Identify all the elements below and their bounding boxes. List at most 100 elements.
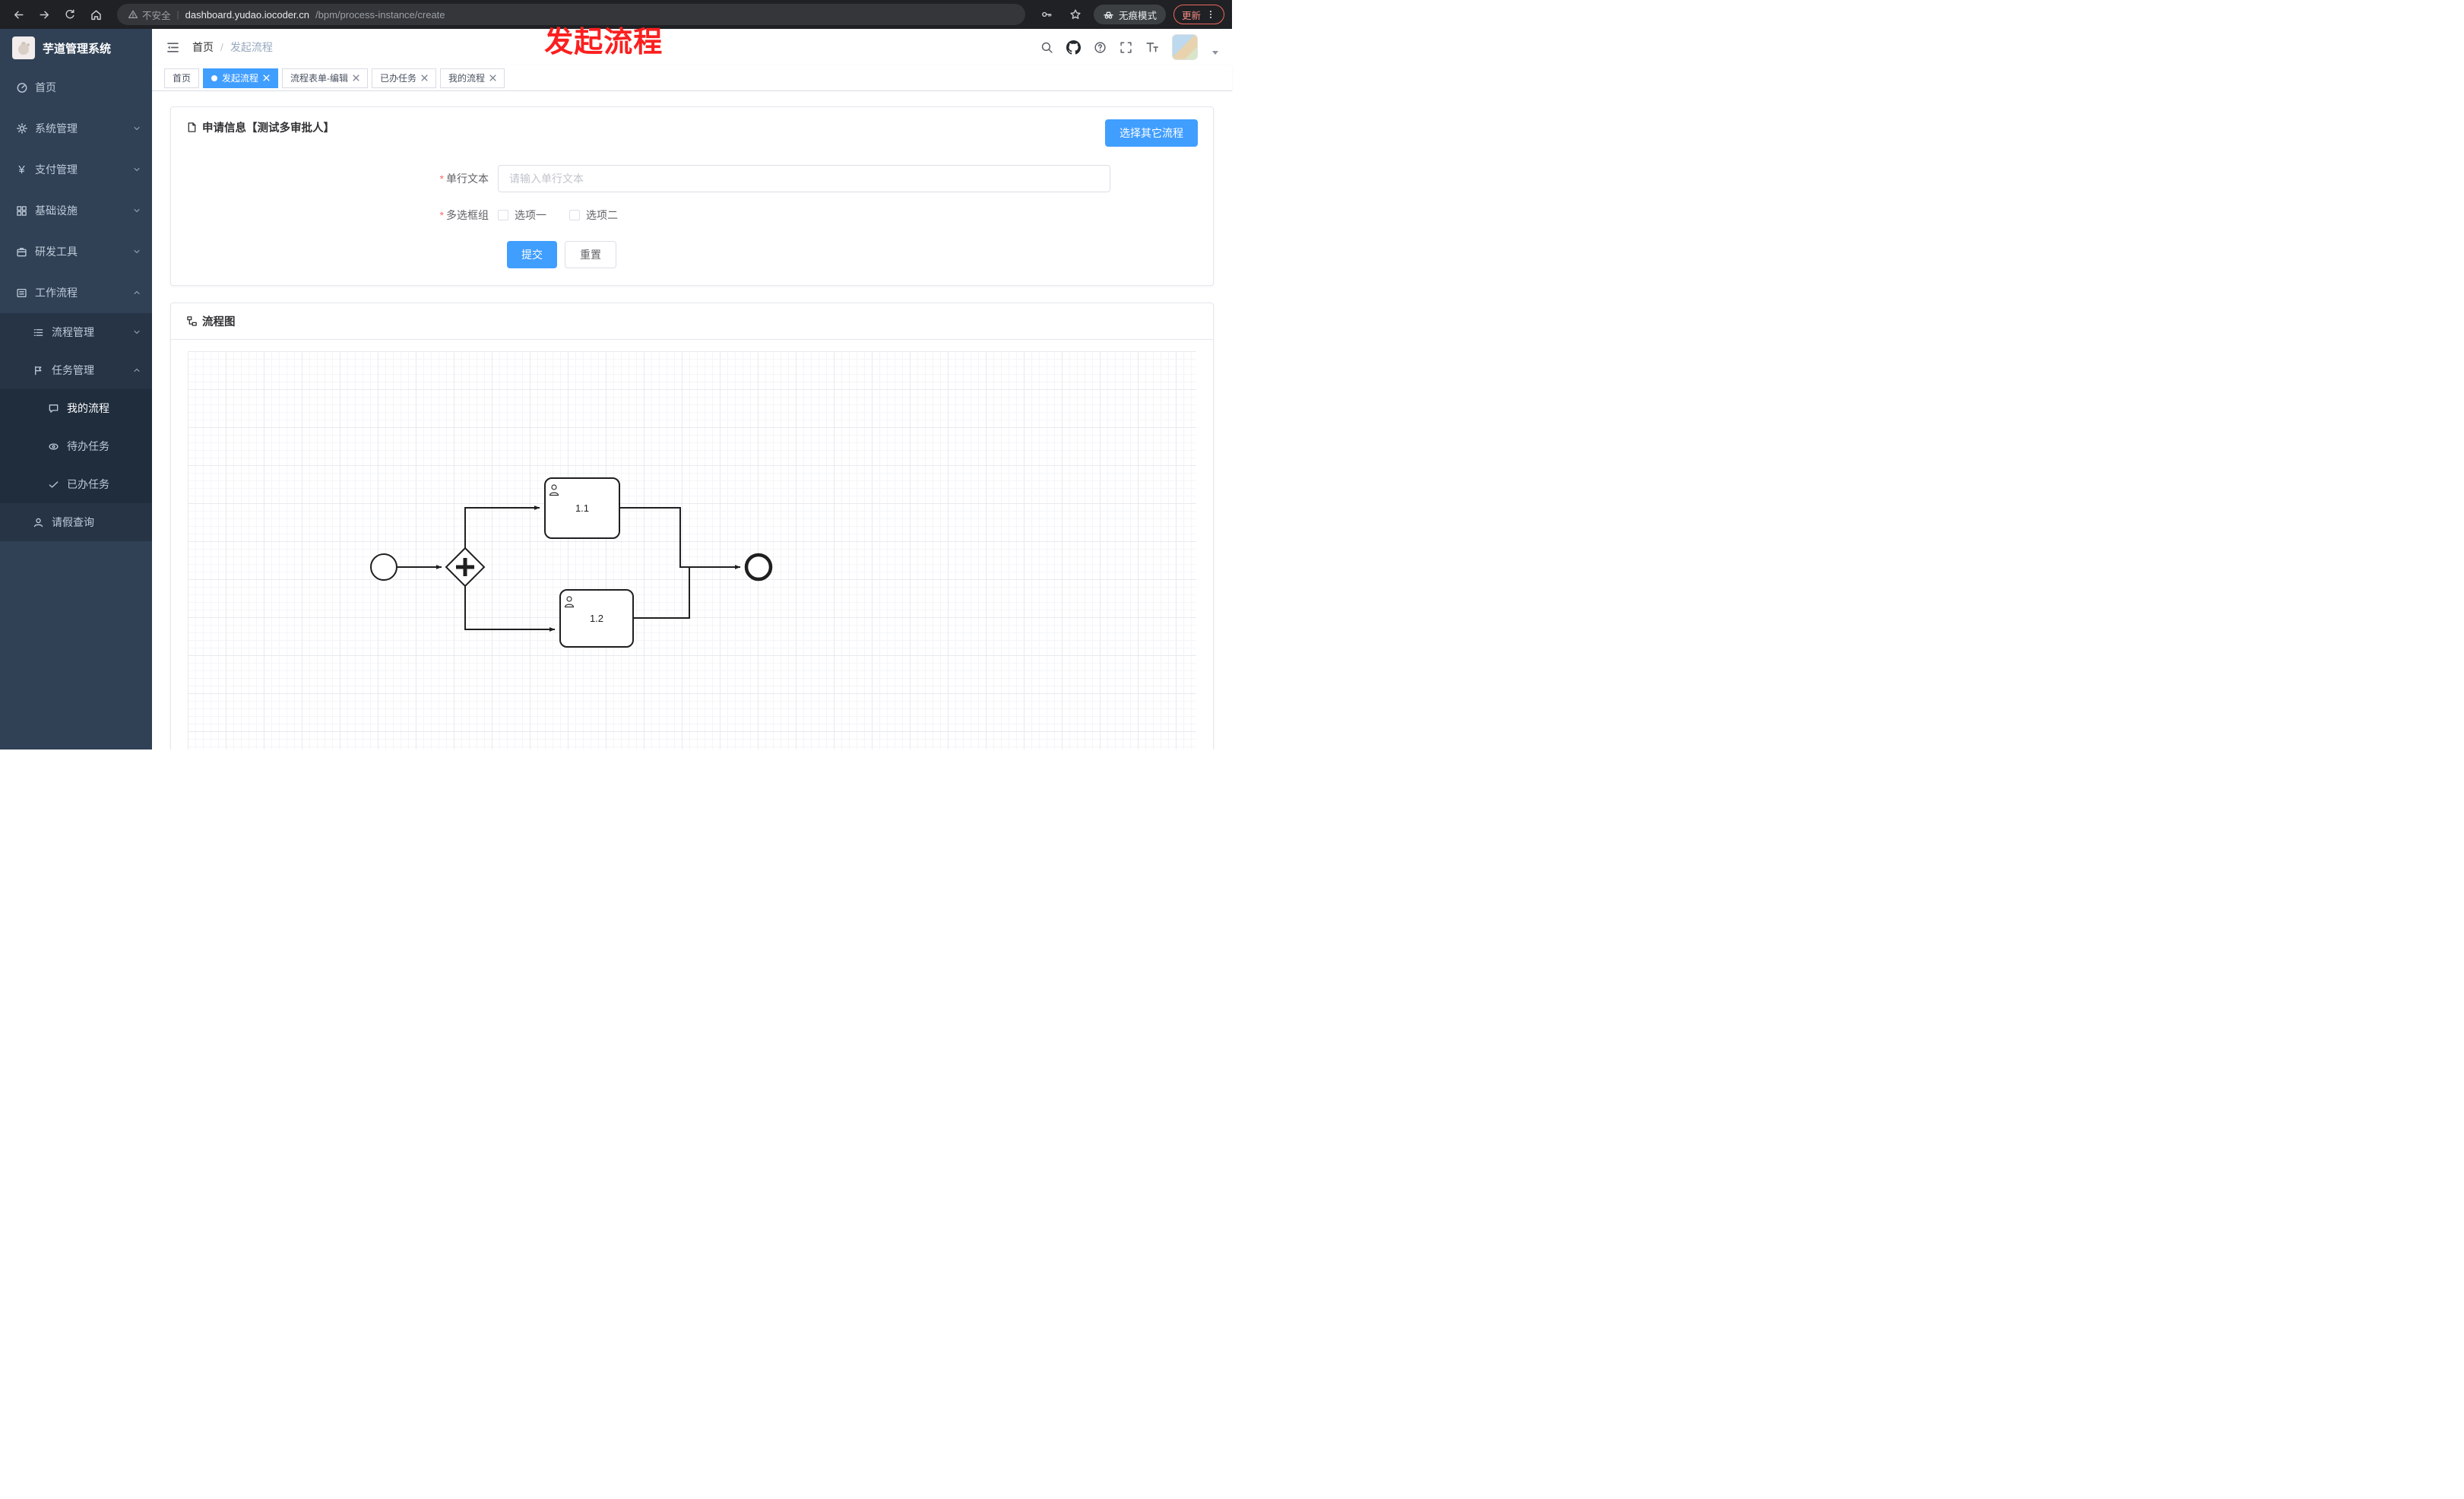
sidebar-item-done-tasks[interactable]: 已办任务 <box>0 465 152 503</box>
sidebar-item-infrastructure[interactable]: 基础设施 <box>0 190 152 231</box>
start-event[interactable] <box>370 553 397 581</box>
tab-form-edit[interactable]: 流程表单-编辑 <box>282 68 369 88</box>
user-task-icon <box>564 596 575 608</box>
browser-back-icon[interactable] <box>8 4 29 25</box>
app-title: 芋道管理系统 <box>43 42 112 55</box>
checkbox-option-1[interactable]: 选项一 <box>498 208 546 223</box>
apply-form: *单行文本 *多选框组 选项一 <box>171 147 1213 285</box>
tab-my-process[interactable]: 我的流程 <box>440 68 505 88</box>
close-icon[interactable] <box>421 74 428 81</box>
checkbox-icon[interactable] <box>569 210 580 220</box>
browser-refresh-icon[interactable] <box>59 4 81 25</box>
check-icon <box>47 478 60 491</box>
user-menu-caret-icon[interactable] <box>1212 50 1218 55</box>
active-tab-dot <box>211 74 218 81</box>
browser-home-icon[interactable] <box>85 4 106 25</box>
tab-create-process[interactable]: 发起流程 <box>203 68 279 88</box>
reset-button[interactable]: 重置 <box>565 241 616 268</box>
page-content: 申请信息【测试多审批人】 选择其它流程 *单行文本 *多选框组 <box>152 91 1232 750</box>
chevron-up-icon <box>132 366 141 375</box>
user-task-1-2[interactable]: 1.2 <box>559 589 634 648</box>
sidebar: 芋道管理系统 首页 系统管理 ¥ 支付管理 基础设施 <box>0 29 152 750</box>
user-icon <box>32 516 45 529</box>
fullscreen-icon[interactable] <box>1120 41 1132 54</box>
sidebar-item-payment[interactable]: ¥ 支付管理 <box>0 149 152 190</box>
chevron-down-icon <box>132 165 141 174</box>
browser-update-menu[interactable]: 更新 <box>1173 5 1224 24</box>
chevron-down-icon <box>132 247 141 256</box>
kebab-menu-icon <box>1209 11 1212 18</box>
checkbox-option-2[interactable]: 选项二 <box>569 208 618 223</box>
close-icon[interactable] <box>489 74 496 81</box>
bookmark-star-icon[interactable] <box>1065 4 1086 25</box>
breadcrumb-separator: / <box>220 41 223 53</box>
browser-forward-icon[interactable] <box>33 4 55 25</box>
sidebar-item-process-management[interactable]: 流程管理 <box>0 313 152 351</box>
flowchart-icon <box>186 315 198 327</box>
chevron-down-icon <box>132 328 141 337</box>
chevron-down-icon <box>132 206 141 215</box>
url-separator: | <box>176 9 179 20</box>
security-label: 不安全 <box>142 10 171 21</box>
eye-icon <box>47 440 60 453</box>
sidebar-item-system[interactable]: 系统管理 <box>0 108 152 149</box>
security-indicator[interactable]: 不安全 <box>128 8 171 22</box>
warning-icon <box>128 10 138 18</box>
update-label: 更新 <box>1181 10 1201 21</box>
document-icon <box>186 122 198 133</box>
user-task-1-1[interactable]: 1.1 <box>544 477 620 539</box>
user-avatar[interactable] <box>1172 34 1198 60</box>
apply-card-title: 申请信息【测试多审批人】 <box>186 119 334 135</box>
help-icon[interactable] <box>1094 41 1107 54</box>
sidebar-item-todo-tasks[interactable]: 待办任务 <box>0 427 152 465</box>
text-field-label: *单行文本 <box>439 173 489 185</box>
incognito-icon <box>1104 11 1113 19</box>
close-icon[interactable] <box>263 74 270 81</box>
diagram-card-title: 流程图 <box>171 303 1213 340</box>
github-icon[interactable] <box>1066 40 1081 55</box>
url-host: dashboard.yudao.iocoder.cn <box>185 8 309 21</box>
sidebar-item-leave-query[interactable]: 请假查询 <box>0 503 152 541</box>
key-icon[interactable] <box>1036 4 1057 25</box>
process-diagram-card: 流程图 <box>170 303 1214 750</box>
checkbox-icon[interactable] <box>498 210 508 220</box>
app-logo: 芋道管理系统 <box>0 29 152 67</box>
gear-icon <box>15 122 28 135</box>
flag-icon <box>32 364 45 377</box>
parallel-gateway[interactable] <box>445 547 486 588</box>
toolbox-icon <box>15 246 28 258</box>
sequence-flows <box>397 505 741 632</box>
sidebar-item-home[interactable]: 首页 <box>0 67 152 108</box>
font-size-icon[interactable] <box>1145 40 1159 54</box>
top-navbar: 首页 / 发起流程 <box>152 29 1232 65</box>
workflow-icon <box>15 287 28 299</box>
grid-icon <box>15 204 28 217</box>
sidebar-item-devtools[interactable]: 研发工具 <box>0 231 152 272</box>
task-label: 1.2 <box>590 613 603 624</box>
tab-home[interactable]: 首页 <box>164 68 200 88</box>
url-bar[interactable]: 不安全 | dashboard.yudao.iocoder.cn/bpm/pro… <box>117 4 1025 25</box>
collapse-sidebar-icon[interactable] <box>166 40 180 55</box>
dashboard-icon <box>15 81 28 94</box>
end-event[interactable] <box>744 553 773 582</box>
incognito-label: 无痕模式 <box>1118 10 1157 21</box>
sidebar-item-task-management[interactable]: 任务管理 <box>0 351 152 389</box>
sidebar-item-workflow[interactable]: 工作流程 <box>0 272 152 313</box>
task-label: 1.1 <box>575 502 589 514</box>
tab-done-tasks[interactable]: 已办任务 <box>372 68 437 88</box>
single-line-text-input[interactable] <box>498 165 1110 192</box>
incognito-badge: 无痕模式 <box>1093 5 1166 24</box>
user-task-icon <box>549 484 559 496</box>
logo-avatar <box>12 36 35 59</box>
submit-button[interactable]: 提交 <box>507 241 557 268</box>
breadcrumb-home[interactable]: 首页 <box>192 41 214 53</box>
sidebar-menu: 首页 系统管理 ¥ 支付管理 基础设施 研发工具 <box>0 67 152 750</box>
checkbox-group-label: *多选框组 <box>439 209 489 221</box>
sidebar-item-my-process[interactable]: 我的流程 <box>0 389 152 427</box>
close-icon[interactable] <box>353 74 359 81</box>
choose-other-process-button[interactable]: 选择其它流程 <box>1105 119 1198 147</box>
required-asterisk: * <box>439 173 444 185</box>
search-icon[interactable] <box>1040 41 1053 54</box>
breadcrumb: 首页 / 发起流程 <box>192 40 273 55</box>
bpmn-canvas[interactable]: 1.1 1.2 <box>188 351 1196 750</box>
